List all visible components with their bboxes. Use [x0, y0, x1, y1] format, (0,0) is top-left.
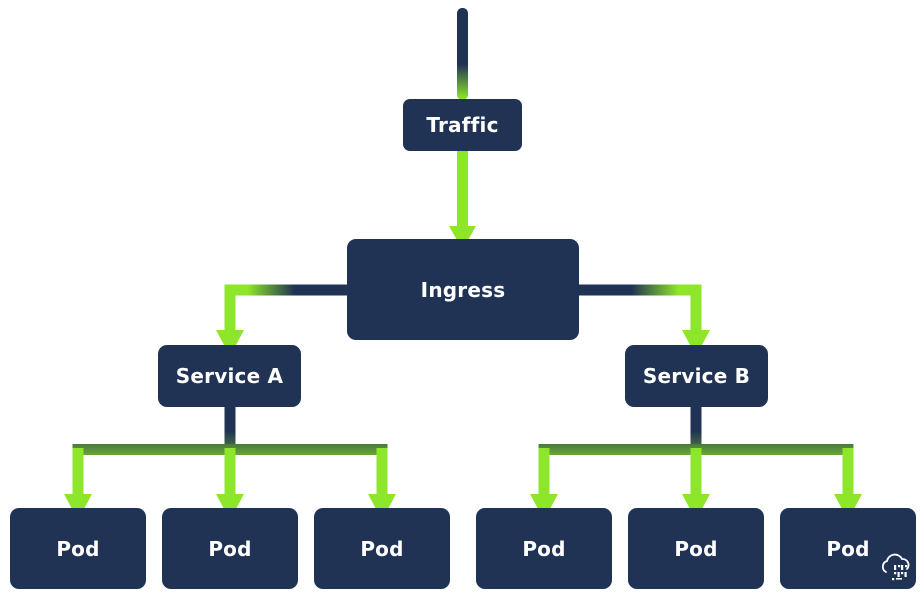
incoming-traffic-line	[457, 8, 468, 100]
service-b-label: Service B	[642, 364, 751, 388]
pod-label: Pod	[826, 536, 870, 561]
pod-node-5: Pod	[628, 508, 764, 589]
service-b-node: Service B	[625, 345, 768, 407]
pod-node-4: Pod	[476, 508, 612, 589]
pod-label: Pod	[522, 536, 566, 561]
arrow-traffic-to-ingress	[449, 150, 476, 250]
service-a-node: Service A	[158, 345, 301, 407]
pod-node-1: Pod	[10, 508, 146, 589]
traffic-label: Traffic	[426, 113, 499, 137]
arrow-ingress-to-service-b	[579, 284, 710, 356]
cloud-binary-logo-icon	[881, 553, 910, 581]
arrows-service-a-to-pods	[64, 406, 396, 520]
ingress-node: Ingress	[347, 239, 579, 340]
pod-node-2: Pod	[162, 508, 298, 589]
ingress-label: Ingress	[420, 277, 506, 302]
arrows-service-b-to-pods	[530, 406, 862, 520]
pod-label: Pod	[674, 536, 718, 561]
service-a-label: Service A	[175, 364, 284, 388]
pod-label: Pod	[56, 536, 100, 561]
pod-node-3: Pod	[314, 508, 450, 589]
pod-label: Pod	[208, 536, 252, 561]
arrow-ingress-to-service-a	[216, 284, 347, 356]
traffic-node: Traffic	[403, 99, 522, 151]
pod-label: Pod	[360, 536, 404, 561]
